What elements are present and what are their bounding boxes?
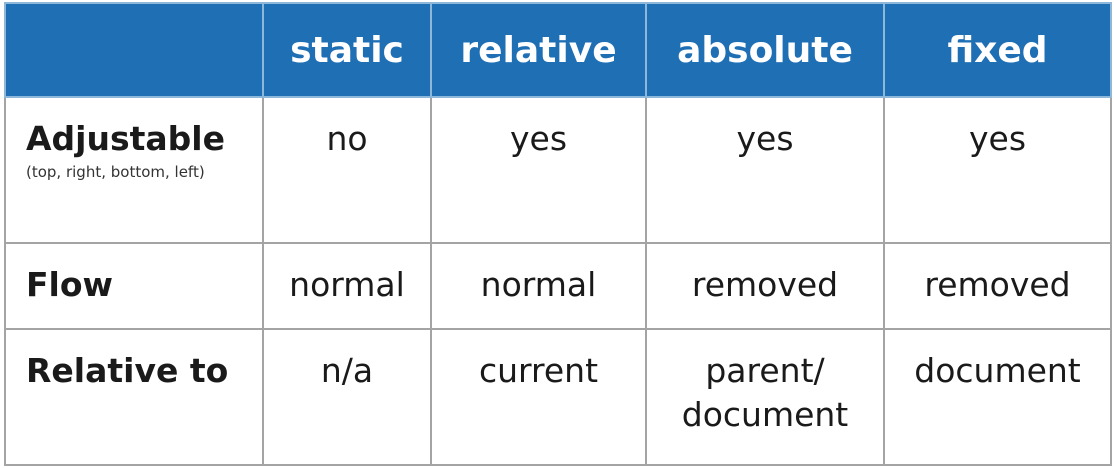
row-header-flow: Flow (4, 242, 264, 330)
column-header-static: static (262, 2, 432, 98)
cell-relative-to-static: n/a (262, 328, 432, 466)
column-header-fixed: fixed (883, 2, 1112, 98)
row-title: Flow (26, 265, 114, 304)
row-note: (top, right, bottom, left) (26, 163, 205, 181)
column-header-relative: relative (430, 2, 647, 98)
cell-relative-to-relative: current (430, 328, 647, 466)
cell-flow-fixed: removed (883, 242, 1112, 330)
cell-flow-static: normal (262, 242, 432, 330)
row-title: Relative to (26, 351, 229, 390)
table-row-flow: Flow normal normal removed removed (4, 242, 1112, 330)
cell-adjustable-static: no (262, 96, 432, 244)
cell-adjustable-absolute: yes (645, 96, 885, 244)
row-header-adjustable: Adjustable (top, right, bottom, left) (4, 96, 264, 244)
cell-relative-to-absolute: parent/ document (645, 328, 885, 466)
cell-flow-absolute: removed (645, 242, 885, 330)
cell-flow-relative: normal (430, 242, 647, 330)
column-header-absolute: absolute (645, 2, 885, 98)
css-position-comparison-table: static relative absolute fixed Adjustabl… (4, 2, 1112, 466)
table-body: Adjustable (top, right, bottom, left) no… (4, 96, 1112, 466)
table-header: static relative absolute fixed (4, 2, 1112, 98)
cell-adjustable-relative: yes (430, 96, 647, 244)
cell-relative-to-fixed: document (883, 328, 1112, 466)
table-row-adjustable: Adjustable (top, right, bottom, left) no… (4, 96, 1112, 244)
table-row-relative-to: Relative to n/a current parent/ document… (4, 328, 1112, 466)
row-header-relative-to: Relative to (4, 328, 264, 466)
cell-adjustable-fixed: yes (883, 96, 1112, 244)
header-row: static relative absolute fixed (4, 2, 1112, 98)
header-corner-cell (4, 2, 264, 98)
row-title: Adjustable (26, 119, 225, 158)
